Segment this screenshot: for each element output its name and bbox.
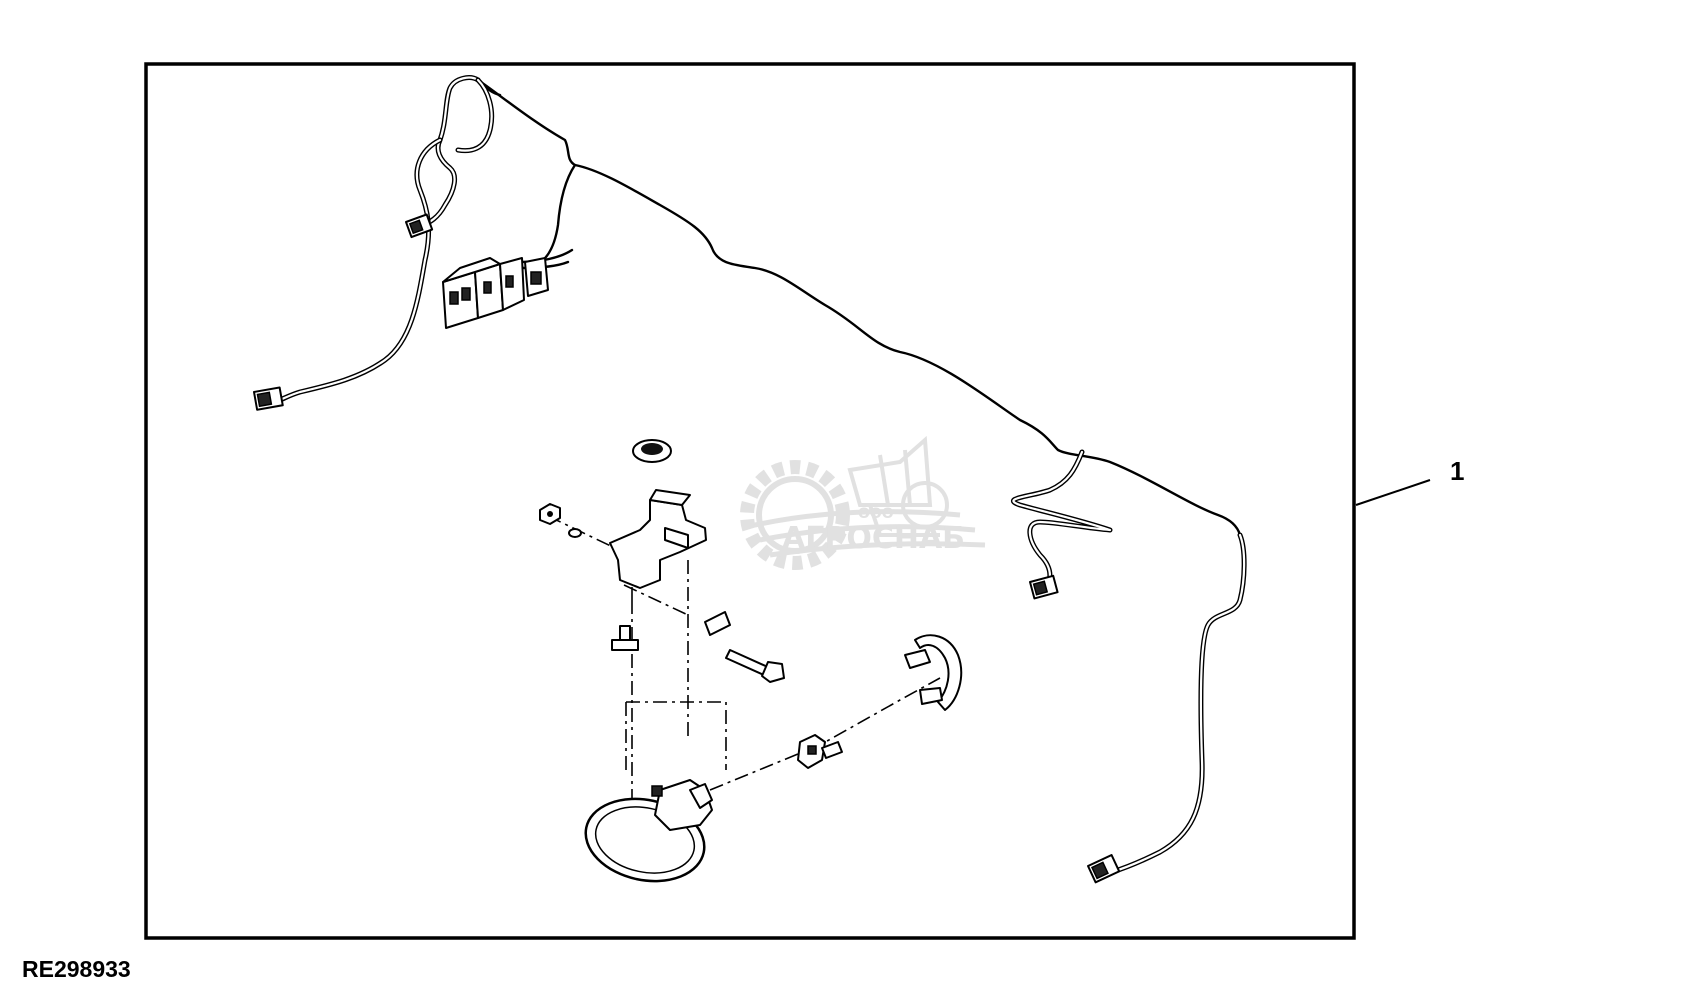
connector-middle-right <box>1029 574 1059 600</box>
grommet <box>632 439 672 463</box>
diagram-frame <box>144 62 1356 940</box>
relay-block <box>442 257 549 329</box>
small-bolt <box>611 625 639 651</box>
fog-light-assembly <box>584 634 963 883</box>
callout-1: 1 <box>1355 456 1464 506</box>
field-stripes <box>754 509 986 558</box>
connector-lower-left <box>253 386 284 411</box>
callout-leader-line <box>1355 479 1431 506</box>
watermark-prefix: ООО <box>858 506 894 522</box>
connector-top-left <box>405 213 434 239</box>
washer <box>568 528 582 538</box>
part-code-label: RE298933 <box>22 956 131 982</box>
spacer <box>704 611 731 636</box>
watermark-logo: ООО АГРОСНАБ <box>740 435 986 570</box>
connector-lower-right <box>1087 854 1121 884</box>
wiring-harness <box>277 75 1247 875</box>
callout-label: 1 <box>1450 456 1464 486</box>
bolt <box>725 649 785 683</box>
watermark-name: АГРОСНАБ <box>782 521 965 556</box>
nut <box>539 503 561 525</box>
retainer-ring <box>904 634 963 711</box>
fog-light-bulb <box>797 734 843 769</box>
bracket <box>609 499 707 589</box>
